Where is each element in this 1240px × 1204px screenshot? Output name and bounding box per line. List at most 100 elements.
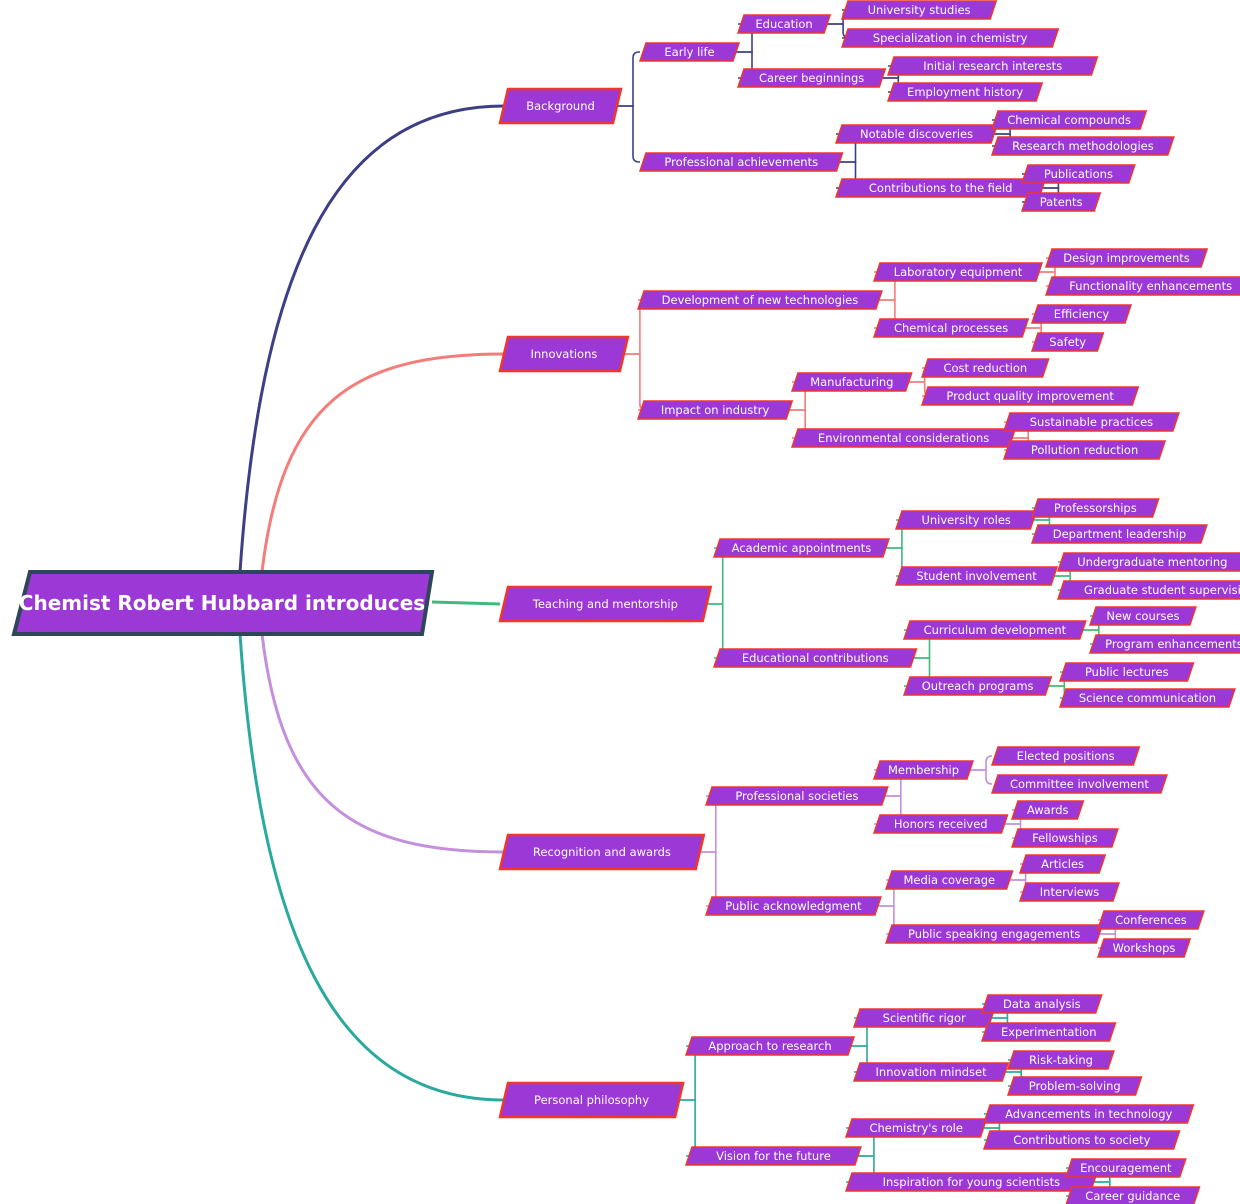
node-label: Teaching and mentorship — [532, 597, 678, 611]
subtopic-node[interactable]: Media coverage — [884, 870, 1014, 890]
topic-node[interactable]: Public acknowledgment — [704, 896, 882, 916]
leaf-node[interactable]: Awards — [1010, 800, 1085, 820]
leaf-node[interactable]: Pollution reduction — [1002, 440, 1167, 460]
leaf-node[interactable]: Conferences — [1096, 910, 1205, 930]
subtopic-node[interactable]: Education — [736, 14, 832, 34]
leaf-node[interactable]: Patents — [1020, 192, 1102, 212]
leaf-node[interactable]: Fellowships — [1010, 828, 1119, 848]
leaf-node[interactable]: Professorships — [1030, 498, 1160, 518]
leaf-node[interactable]: Public lectures — [1058, 662, 1195, 682]
leaf-node[interactable]: Experimentation — [980, 1022, 1117, 1042]
node-shape — [920, 386, 1140, 406]
subtopic-node[interactable]: Public speaking engagements — [884, 924, 1104, 944]
node-shape — [884, 924, 1104, 944]
leaf-node[interactable]: Cost reduction — [920, 358, 1050, 378]
leaf-node[interactable]: Interviews — [1018, 882, 1121, 902]
subtopic-node[interactable]: Environmental considerations — [790, 428, 1017, 448]
leaf-node[interactable]: Articles — [1018, 854, 1107, 874]
subtopic-node[interactable]: Manufacturing — [790, 372, 913, 392]
branch-node[interactable]: Background — [498, 87, 623, 125]
node-label: Conferences — [1115, 913, 1187, 927]
branch-node[interactable]: Teaching and mentorship — [498, 585, 713, 623]
node-shape — [1010, 800, 1085, 820]
node-shape — [638, 42, 741, 62]
subtopic-node[interactable]: Chemical processes — [872, 318, 1030, 338]
subtopic-node[interactable]: Membership — [872, 760, 975, 780]
leaf-node[interactable]: Design improvements — [1044, 248, 1209, 268]
topic-node[interactable]: Approach to research — [684, 1036, 856, 1056]
node-shape — [894, 566, 1059, 586]
topic-node[interactable]: Vision for the future — [684, 1146, 862, 1166]
leaf-connector — [970, 769, 993, 785]
leaf-node[interactable]: Chemical compounds — [990, 110, 1148, 130]
branch-node[interactable]: Innovations — [498, 335, 630, 373]
node-shape — [1030, 498, 1160, 518]
leaf-node[interactable]: Program enhancements — [1088, 634, 1240, 654]
leaf-node[interactable]: Data analysis — [980, 994, 1103, 1014]
node-label: Innovations — [531, 347, 598, 361]
leaf-node[interactable]: Committee involvement — [990, 774, 1168, 794]
subtopic-node[interactable]: Curriculum development — [902, 620, 1087, 640]
node-shape — [498, 833, 706, 871]
leaf-node[interactable]: Undergraduate mentoring — [1056, 552, 1240, 572]
node-label: New courses — [1106, 609, 1179, 623]
leaf-node[interactable]: Advancements in technology — [982, 1104, 1195, 1124]
subtopic-node[interactable]: Student involvement — [894, 566, 1059, 586]
node-label: Student involvement — [916, 569, 1037, 583]
leaf-node[interactable]: Employment history — [886, 82, 1044, 102]
leaf-node[interactable]: Encouragement — [1064, 1158, 1187, 1178]
branch-connector — [238, 633, 505, 1102]
node-shape — [1006, 1050, 1115, 1070]
leaf-node[interactable]: University studies — [840, 0, 998, 20]
leaf-node[interactable]: Career guidance — [1065, 1186, 1201, 1204]
node-shape — [1088, 606, 1197, 626]
leaf-node[interactable]: Research methodologies — [990, 136, 1175, 156]
leaf-node[interactable]: Department leadership — [1030, 524, 1208, 544]
subtopic-node[interactable]: Outreach programs — [902, 676, 1053, 696]
leaf-node[interactable]: Product quality improvement — [920, 386, 1140, 406]
subtopic-node[interactable]: Scientific rigor — [852, 1008, 996, 1028]
leaf-node[interactable]: Publications — [1020, 164, 1136, 184]
leaf-node[interactable]: Elected positions — [990, 746, 1141, 766]
topic-node[interactable]: Impact on industry — [636, 400, 794, 420]
subtopic-node[interactable]: Career beginnings — [736, 68, 887, 88]
node-shape — [990, 774, 1168, 794]
topic-node[interactable]: Educational contributions — [712, 648, 918, 668]
topic-node[interactable]: Academic appointments — [712, 538, 890, 558]
leaf-node[interactable]: Workshops — [1096, 938, 1192, 958]
subtopic-node[interactable]: Honors received — [872, 814, 1009, 834]
leaf-node[interactable]: Specialization in chemistry — [840, 28, 1060, 48]
node-shape — [1044, 276, 1240, 296]
leaf-node[interactable]: Graduate student supervision — [1056, 580, 1240, 600]
node-label: Outreach programs — [922, 679, 1034, 693]
topic-node[interactable]: Development of new technologies — [636, 290, 883, 310]
root-node[interactable]: Chemist Robert Hubbard introduces — [11, 570, 435, 636]
topic-node[interactable]: Professional achievements — [638, 152, 844, 172]
subtopic-node[interactable]: Inspiration for young scientists — [844, 1172, 1098, 1192]
node-shape — [1096, 938, 1192, 958]
subtopic-node[interactable]: Notable discoveries — [834, 124, 999, 144]
subtopic-node[interactable]: University roles — [894, 510, 1038, 530]
topic-node[interactable]: Early life — [638, 42, 741, 62]
node-label: Research methodologies — [1012, 139, 1154, 153]
node-shape — [1018, 882, 1121, 902]
leaf-node[interactable]: Initial research interests — [886, 56, 1099, 76]
leaf-node[interactable]: Efficiency — [1030, 304, 1133, 324]
leaf-node[interactable]: Problem-solving — [1006, 1076, 1143, 1096]
subtopic-node[interactable]: Innovation mindset — [852, 1062, 1010, 1082]
node-shape — [498, 335, 630, 373]
branch-node[interactable]: Recognition and awards — [498, 833, 706, 871]
leaf-node[interactable]: Risk-taking — [1006, 1050, 1115, 1070]
leaf-node[interactable]: Safety — [1030, 332, 1105, 352]
subtopic-node[interactable]: Laboratory equipment — [872, 262, 1044, 282]
leaf-node[interactable]: New courses — [1088, 606, 1197, 626]
branch-node[interactable]: Personal philosophy — [498, 1081, 685, 1119]
subtopic-node[interactable]: Chemistry's role — [844, 1118, 988, 1138]
leaf-node[interactable]: Science communication — [1058, 688, 1236, 708]
subtopic-node[interactable]: Contributions to the field — [834, 178, 1047, 198]
leaf-node[interactable]: Functionality enhancements — [1044, 276, 1240, 296]
leaf-node[interactable]: Contributions to society — [982, 1130, 1181, 1150]
topic-node[interactable]: Professional societies — [704, 786, 889, 806]
node-shape — [990, 110, 1148, 130]
leaf-node[interactable]: Sustainable practices — [1002, 412, 1180, 432]
